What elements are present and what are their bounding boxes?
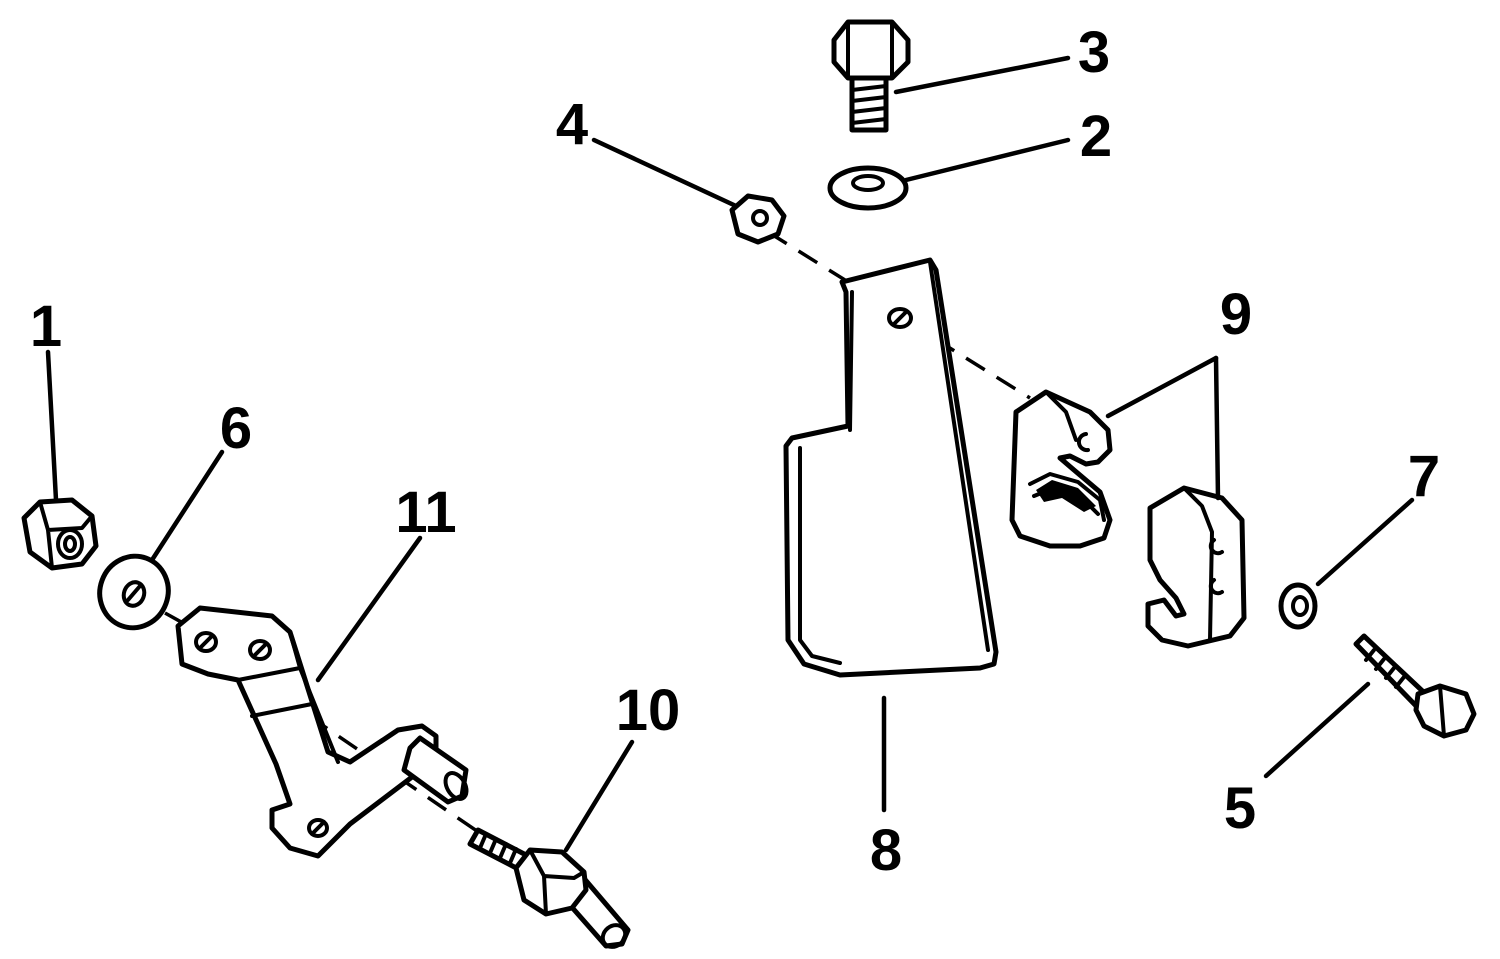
- callout-4: 4: [556, 92, 588, 157]
- callout-11: 11: [395, 480, 456, 545]
- callout-labels: 1 2 3 4 5 6 7 8 9 10 11: [30, 20, 1440, 883]
- part-2-washer[interactable]: [827, 165, 909, 211]
- part-9-clamp-upper[interactable]: [1009, 389, 1113, 549]
- callout-2: 2: [1080, 104, 1112, 169]
- callout-7: 7: [1408, 444, 1440, 509]
- part-4-nut[interactable]: [729, 193, 787, 245]
- callout-5: 5: [1224, 776, 1256, 841]
- part-6-washer[interactable]: [90, 547, 179, 638]
- part-5-bolt[interactable]: [1353, 633, 1477, 739]
- part-1-hex-nut[interactable]: [21, 497, 99, 571]
- part-8-bracket-plate[interactable]: [783, 257, 999, 678]
- callout-10: 10: [616, 678, 681, 743]
- part-7-washer[interactable]: [1278, 582, 1318, 630]
- callout-8: 8: [870, 818, 902, 883]
- part-11-lever[interactable]: [175, 605, 471, 859]
- callout-9: 9: [1220, 282, 1252, 347]
- part-3-hex-bolt[interactable]: [831, 19, 911, 133]
- callout-1: 1: [30, 294, 62, 359]
- leader-lines: [45, 55, 1415, 853]
- part-9-clamp-lower[interactable]: [1145, 485, 1247, 649]
- callout-3: 3: [1078, 20, 1110, 85]
- part-10-stud[interactable]: [467, 827, 631, 951]
- callout-6: 6: [220, 396, 252, 461]
